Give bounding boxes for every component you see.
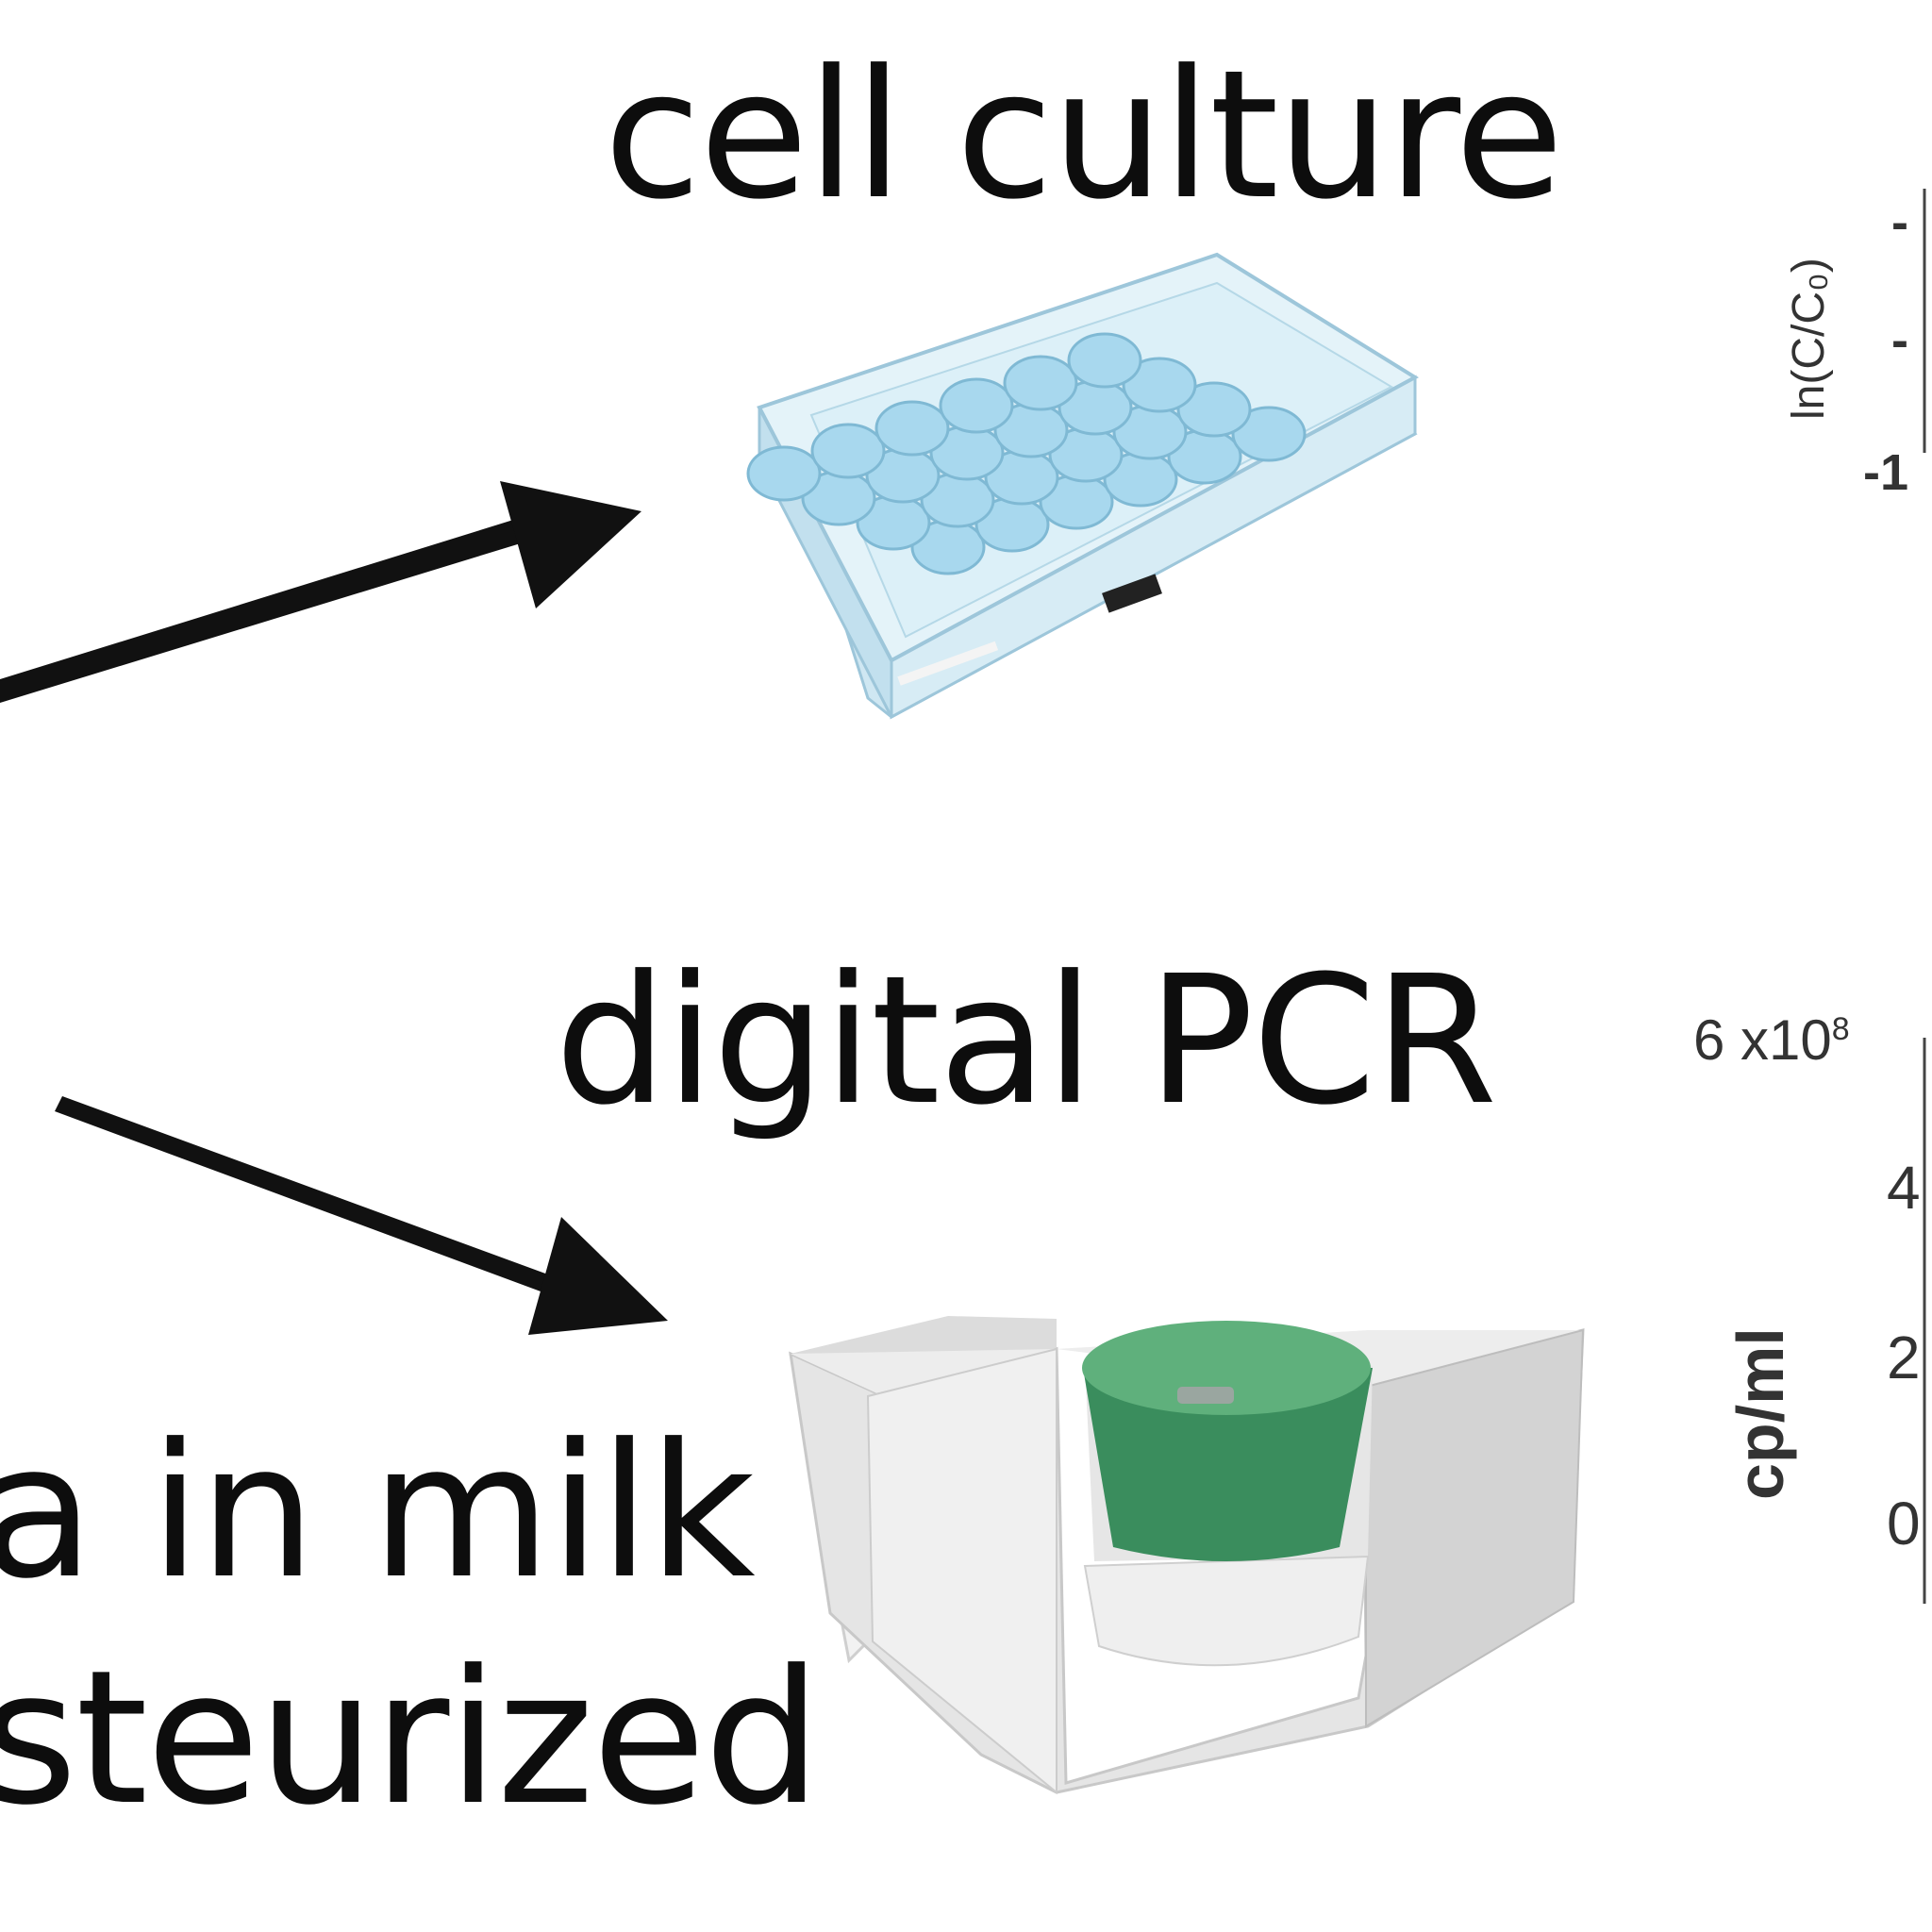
- arrow-to-digital-pcr: [55, 1096, 668, 1335]
- plate-well: [746, 445, 822, 502]
- sample-label-line-1: a in milk: [0, 1405, 756, 1620]
- top-plot-tick: -: [1891, 194, 1908, 251]
- bottom-plot-tick: 6 x108: [1693, 1008, 1850, 1073]
- plate-well: [810, 423, 886, 479]
- bottom-plot-tick: 2: [1887, 1324, 1921, 1391]
- plate-well: [1231, 406, 1307, 462]
- bottom-plot-tick: 4: [1887, 1154, 1921, 1222]
- top-plot-ylabel: ln(C/C₀): [1784, 258, 1834, 420]
- bottom-plot-ylabel: cp/ml: [1724, 1327, 1797, 1500]
- cell-culture-label: cell culture: [604, 32, 1564, 239]
- arrow-to-cell-culture: [0, 481, 641, 703]
- sample-label-line-2: steurized: [0, 1631, 822, 1846]
- bottom-plot-tick-text: 6 x10: [1693, 1008, 1832, 1072]
- bottom-plot-tick-exponent: 8: [1831, 1011, 1850, 1047]
- plate-well: [874, 400, 950, 457]
- digital-pcr-label: digital PCR: [555, 938, 1497, 1144]
- digital-pcr-plate-illustration: [789, 1316, 1585, 1795]
- top-plot-tick: -1: [1863, 444, 1909, 501]
- plate-well: [1176, 381, 1252, 438]
- plate-well: [1003, 355, 1078, 411]
- plate-well: [1067, 332, 1142, 389]
- top-plot-tick: -: [1891, 312, 1908, 369]
- well-plate-illustration: [746, 252, 1419, 720]
- plate-wells: [746, 332, 1307, 575]
- plate-well: [1122, 357, 1197, 413]
- plate-well: [939, 377, 1014, 434]
- bottom-plot-tick: 0: [1887, 1490, 1921, 1557]
